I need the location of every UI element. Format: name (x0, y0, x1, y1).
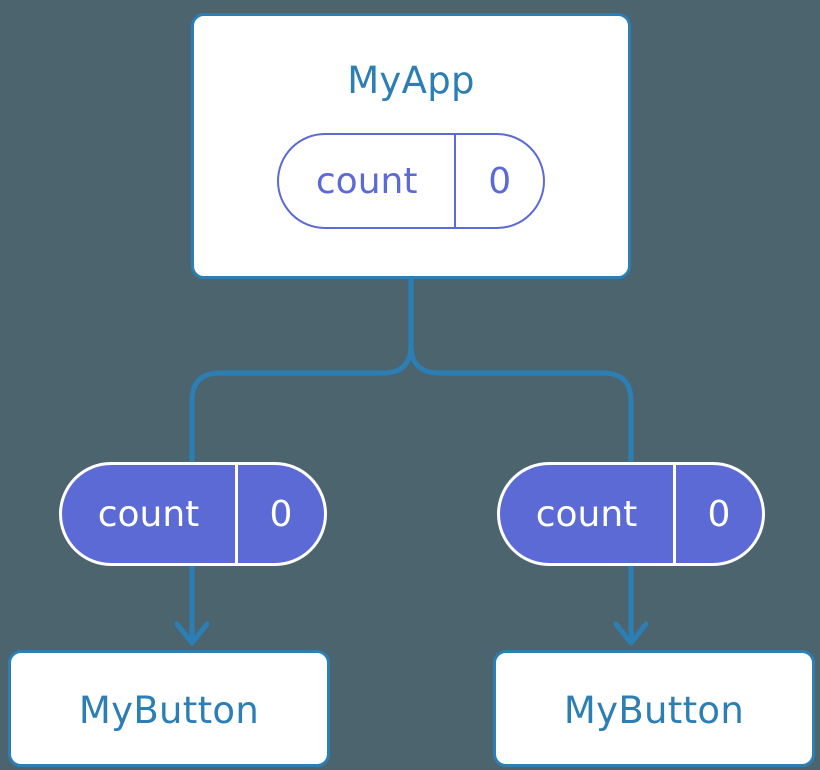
state-pill-myapp[interactable]: count 0 (277, 133, 545, 229)
branch-connector-root-to-child-right (408, 342, 634, 465)
state-key-child-left: count (62, 465, 238, 563)
component-card-mybutton-right[interactable]: MyButton (493, 650, 815, 767)
arrow-head-left-icon (174, 621, 210, 646)
state-key-myapp: count (279, 135, 457, 227)
state-value-child-left: 0 (269, 493, 293, 535)
component-title-mybutton-right: MyButton (563, 689, 745, 732)
state-value-myapp: 0 (488, 160, 512, 202)
branch-connector-root-to-children (189, 276, 414, 465)
state-pill-child-right[interactable]: count 0 (497, 462, 765, 566)
state-value-child-right: 0 (707, 493, 731, 535)
component-title-mybutton-left: MyButton (78, 689, 260, 732)
component-card-mybutton-left[interactable]: MyButton (8, 650, 330, 767)
component-title-myapp: MyApp (347, 59, 475, 102)
component-card-myapp[interactable]: MyApp (191, 13, 631, 279)
state-key-child-right: count (500, 465, 676, 563)
state-pill-child-left[interactable]: count 0 (59, 462, 327, 566)
arrow-head-right-icon (613, 621, 649, 646)
